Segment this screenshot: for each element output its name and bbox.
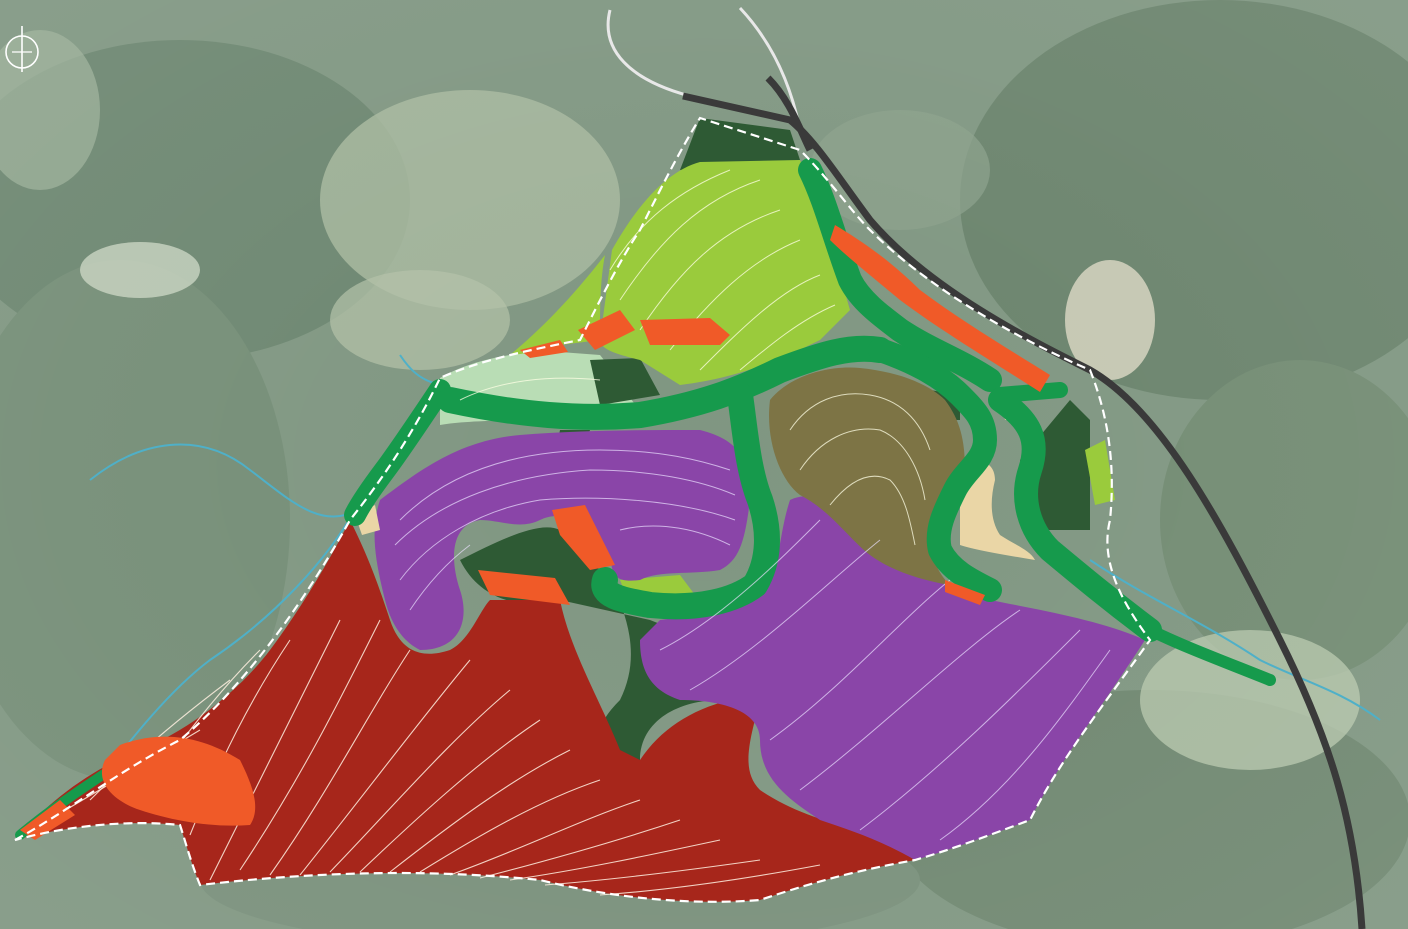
contour-line (639, 209, 781, 331)
contour-line (859, 629, 1081, 831)
orange-parcel (578, 310, 635, 350)
buffer-corridor (988, 388, 1162, 642)
contour-line (689, 539, 881, 691)
contour-line (609, 169, 731, 271)
orange-parcel (101, 736, 256, 826)
contour-line (799, 428, 926, 501)
contour-line (659, 519, 821, 651)
contour-line (399, 449, 731, 521)
contour-line (739, 304, 836, 371)
buffer-corridor (868, 338, 1002, 602)
zone-lime-small (1085, 440, 1115, 505)
contour-line (459, 377, 601, 401)
contour-line (419, 779, 601, 873)
contours-olive-zone (789, 393, 931, 546)
contour-line (399, 497, 736, 581)
minor-road (606, 9, 781, 120)
orange-parcel (945, 580, 985, 605)
contours-purple-zones (394, 449, 1111, 841)
contour-line (269, 649, 411, 876)
native-forest-patch (680, 118, 800, 170)
contour-line (599, 864, 821, 896)
contour-line (479, 819, 681, 879)
north-arrow-icon (5, 26, 39, 72)
orange-zones (20, 225, 1050, 840)
contour-line (619, 525, 731, 546)
contour-line (329, 689, 511, 873)
contour-line (699, 274, 821, 371)
river (99, 499, 361, 781)
contour-line (299, 659, 471, 876)
buffer-corridor (1144, 624, 1276, 686)
river (89, 443, 359, 518)
main-road (765, 75, 814, 152)
contour-line (789, 393, 931, 451)
native-forest-patch (590, 358, 660, 405)
contour-line (619, 179, 761, 301)
main-road (682, 92, 1366, 929)
contour-line (359, 719, 541, 873)
zone-purple-west (374, 430, 750, 650)
contour-line (209, 619, 341, 881)
contour-line (799, 609, 1021, 791)
buffer-corridor (437, 335, 893, 430)
orange-parcel (640, 318, 730, 345)
contour-line (829, 475, 916, 546)
contour-line (939, 649, 1111, 841)
contour-line (544, 859, 761, 886)
contour-line (239, 619, 381, 871)
orange-parcel (552, 505, 615, 570)
contour-line (389, 749, 571, 873)
contour-line (449, 799, 641, 876)
buffer-corridor (992, 382, 1068, 403)
contour-line (769, 579, 951, 741)
sand-patch (960, 461, 1035, 560)
river (1089, 559, 1381, 721)
contours-lime-zone (459, 169, 836, 401)
contour-line (394, 469, 736, 546)
contour-line (509, 839, 721, 881)
road-network (606, 6, 1366, 929)
orange-parcel (830, 225, 1050, 392)
river-network (89, 354, 1381, 781)
contour-line (409, 544, 471, 611)
buffer-corridor (591, 382, 780, 620)
site-boundary (14, 116, 1152, 903)
buffer-corridor (798, 158, 1002, 392)
orange-parcel (478, 570, 570, 605)
